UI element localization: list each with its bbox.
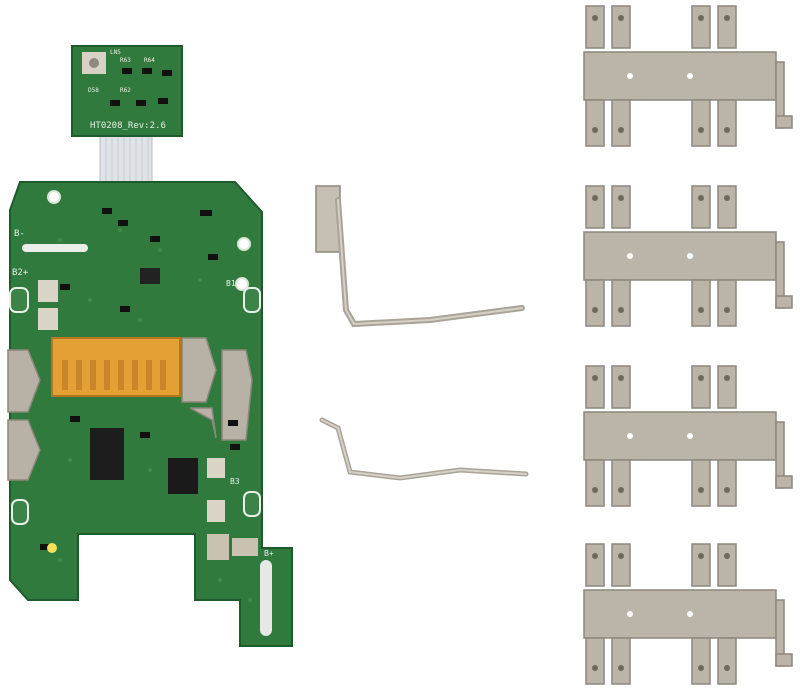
label-b1-plus: B1+ [226,279,241,288]
sub-label-r63: R63 [120,57,131,64]
label-b-minus-top: B- [14,229,25,239]
sub-label-d58: D58 [88,87,99,94]
main-pcb: B- B2+ B1+ B3 B+ [0,40,300,650]
terminal-plate-1 [580,0,800,160]
sub-label-ln5: LN5 [110,49,121,56]
label-b2-plus: B2+ [12,268,29,278]
terminal-plate-2 [580,180,800,340]
label-b-plus: B+ [264,549,274,558]
bent-contact-upper [310,180,540,340]
terminal-plate-3 [580,360,800,520]
sub-revision-label: HT0208_Rev:2.6 [90,121,166,131]
terminal-plate-4 [580,538,800,694]
sub-label-r62: R62 [120,87,131,94]
label-b3: B3 [230,477,240,486]
sub-pcb: R63 R64 R62 D58 LN5 HT0208_Rev:2.6 [70,44,185,140]
sub-label-r64: R64 [144,57,155,64]
bent-contact-lower [310,410,540,500]
